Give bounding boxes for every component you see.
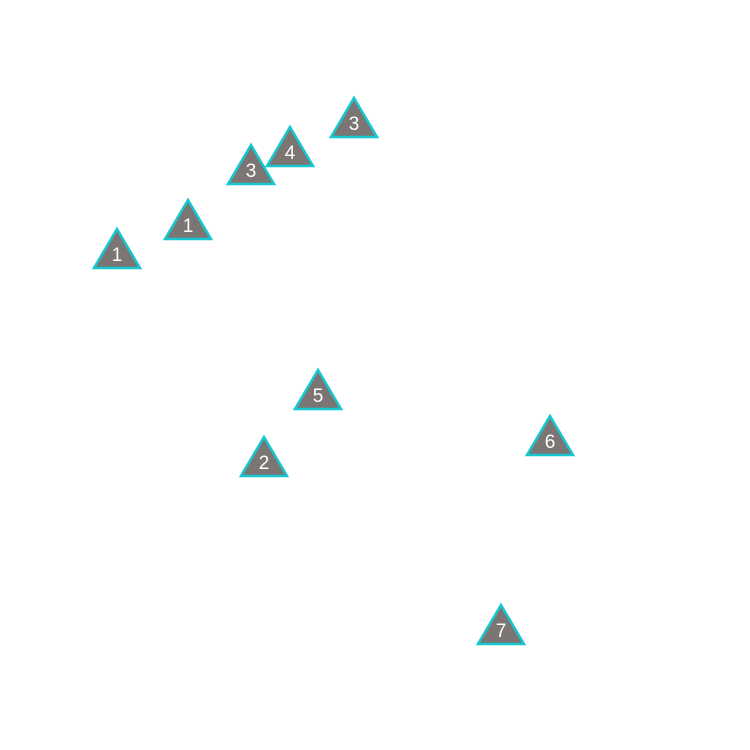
marker-label: 5 xyxy=(312,386,324,407)
triangle-marker-icon xyxy=(475,602,527,646)
triangle-marker-icon xyxy=(292,367,344,411)
map-marker[interactable]: 3 xyxy=(328,95,380,141)
marker-label: 2 xyxy=(258,453,270,474)
triangle-marker-icon xyxy=(328,95,380,139)
triangle-marker-icon xyxy=(524,413,576,457)
map-marker[interactable]: 2 xyxy=(238,434,290,480)
map-marker[interactable]: 7 xyxy=(475,602,527,648)
map-marker[interactable]: 3 xyxy=(225,142,277,188)
marker-label: 4 xyxy=(284,143,296,164)
map-marker[interactable]: 4 xyxy=(264,124,316,170)
triangle-marker-icon xyxy=(264,124,316,168)
marker-label: 1 xyxy=(111,245,123,266)
triangle-marker-icon xyxy=(238,434,290,478)
map-marker[interactable]: 6 xyxy=(524,413,576,459)
triangle-marker-icon xyxy=(91,226,143,270)
marker-label: 6 xyxy=(544,432,556,453)
marker-label: 1 xyxy=(182,216,194,237)
triangle-marker-icon xyxy=(162,197,214,241)
map-marker[interactable]: 1 xyxy=(162,197,214,243)
map-marker[interactable]: 5 xyxy=(292,367,344,413)
map-marker[interactable]: 1 xyxy=(91,226,143,272)
marker-label: 3 xyxy=(245,161,257,182)
marker-label: 3 xyxy=(348,114,360,135)
marker-label: 7 xyxy=(495,621,507,642)
triangle-marker-icon xyxy=(225,142,277,186)
